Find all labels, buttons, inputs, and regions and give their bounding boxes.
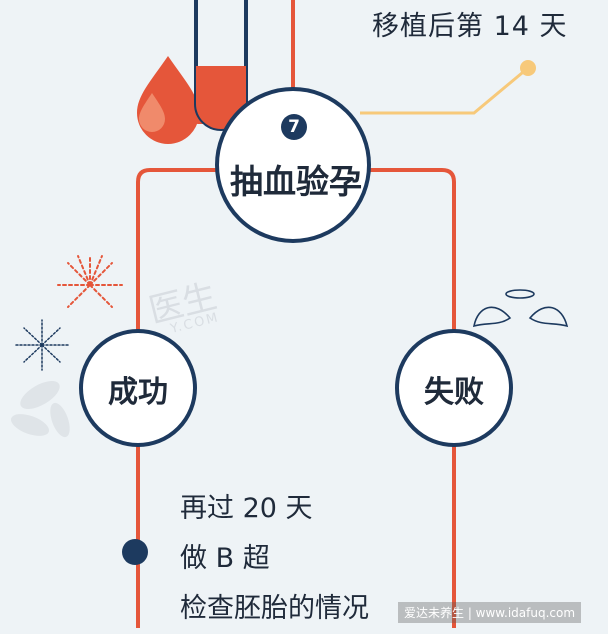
- next-step-line: 做 B 超: [180, 543, 270, 574]
- annotation-dot: [520, 60, 536, 76]
- next-step-line: 检查胚胎的情况: [180, 593, 369, 624]
- next-steps-text: 再过 20 天 做 B 超 检查胚胎的情况: [180, 484, 369, 634]
- connector-lines: [136, 0, 456, 628]
- footer-watermark: 爱达未养生 | www.idafuq.com: [398, 602, 582, 623]
- node-fail-label: 失败: [424, 375, 484, 410]
- blood-drop-icon: [137, 56, 199, 144]
- node-main-label: 抽血验孕: [230, 162, 362, 201]
- angel-wings-icon: [472, 289, 569, 328]
- fireworks-icon: [15, 254, 123, 371]
- watermark-logo-icon: [10, 381, 70, 438]
- branch-left-line: [136, 168, 220, 338]
- node-main: [215, 87, 371, 243]
- node-success-label: 成功: [108, 375, 168, 410]
- step-number-badge: 7: [281, 114, 307, 140]
- next-step-bullet: [122, 539, 148, 565]
- day-caption: 移植后第 14 天: [372, 11, 568, 42]
- annotation-pointer: [360, 60, 536, 115]
- next-step-line: 再过 20 天: [180, 493, 313, 524]
- node-fail: [395, 329, 513, 447]
- branch-right-line: [370, 168, 456, 330]
- node-success: [79, 329, 197, 447]
